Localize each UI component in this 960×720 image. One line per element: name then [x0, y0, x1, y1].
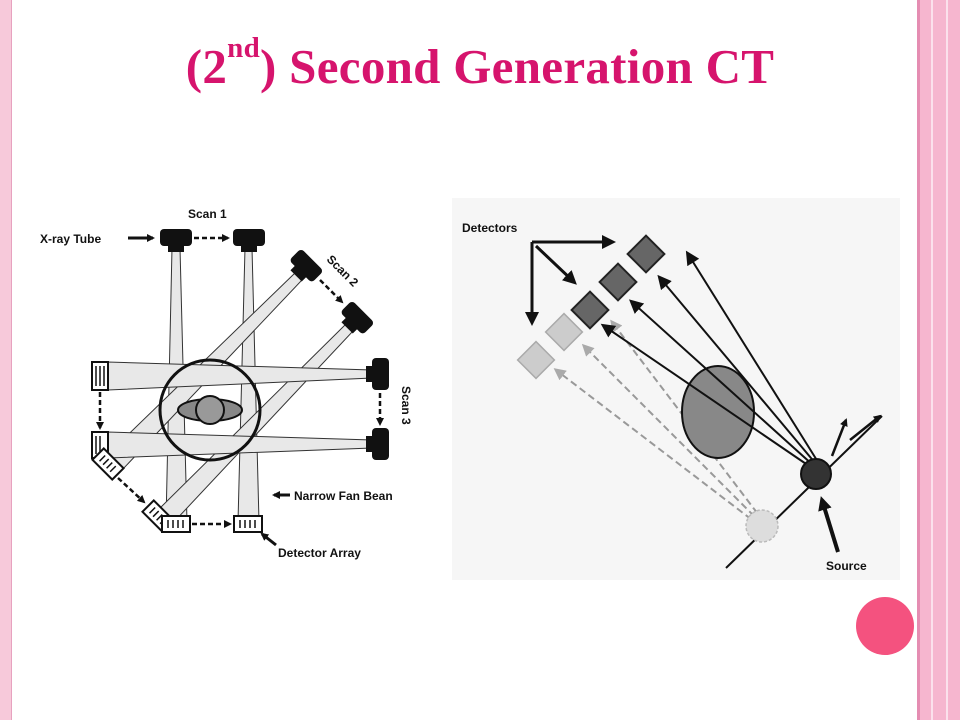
motion-arrow-det-d: [117, 477, 146, 504]
patient-organ: [195, 395, 225, 425]
beam-scan1-b: [237, 247, 260, 523]
detector-array-v1: [161, 515, 191, 533]
label-scan3: Scan 3: [399, 386, 413, 425]
source-motion-arrow-diag: [849, 414, 882, 441]
pointer-source: [818, 496, 840, 553]
right-diagram-background: [452, 198, 900, 580]
label-narrow-fan-beam: Narrow Fan Bean: [294, 489, 393, 503]
right-border-line: [931, 0, 933, 720]
source-motion-arrow-up: [830, 418, 848, 457]
detector-array-h1: [91, 361, 109, 391]
right-border-band: [917, 0, 960, 720]
faded-detector-2: [544, 312, 584, 352]
label-detector-array: Detector Array: [278, 546, 361, 560]
xray-tube-scan3-b: [366, 428, 389, 460]
detector-3: [626, 234, 666, 274]
title-suffix: ) Second Generation CT: [260, 39, 775, 94]
detector-2: [598, 262, 638, 302]
left-border-line: [11, 0, 12, 720]
solid-ray-4: [685, 250, 819, 463]
label-source: Source: [826, 559, 867, 573]
title-superscript: nd: [227, 32, 260, 64]
solid-ray-2: [629, 299, 815, 467]
left-scan-diagram: X-ray Tube Scan 1 Scan 2 Scan 3 Narrow F…: [40, 207, 413, 560]
motion-arrow-scan2: [319, 279, 344, 304]
detector-array-v2: [233, 515, 263, 533]
source-track-line: [725, 415, 883, 569]
xray-tube-scan3-a: [366, 358, 389, 390]
patient-circle: [158, 358, 262, 462]
faded-detector-1: [516, 340, 556, 380]
left-border-stripe: [0, 0, 11, 720]
beam-scan3-a: [107, 361, 373, 391]
label-detectors: Detectors: [462, 221, 518, 235]
xray-tube-scan2-b: [341, 301, 374, 334]
xray-tube-scan1-a: [160, 229, 192, 252]
accent-dot: [856, 597, 914, 655]
right-border-line: [917, 0, 920, 720]
source: [800, 458, 832, 490]
label-scan1: Scan 1: [188, 207, 227, 221]
xray-tube-scan1-b: [233, 229, 265, 252]
title-prefix: (2: [185, 39, 228, 94]
detector-array-d1: [91, 447, 125, 481]
detector-motion-arrow-diag: [534, 244, 577, 285]
faded-source: [745, 509, 779, 543]
xray-tube-scan2-a: [290, 249, 323, 282]
right-border-line: [946, 0, 948, 720]
pointer-detector-array: [260, 532, 277, 547]
slide-title: (2nd) Second Generation CT: [0, 32, 960, 95]
solid-ray-1: [600, 323, 813, 469]
gray-ray-2: [581, 343, 763, 525]
right-fan-diagram: Detectors Source: [452, 198, 900, 580]
label-xray-tube: X-ray Tube: [40, 232, 101, 246]
label-scan2: Scan 2: [324, 252, 361, 289]
gray-ray-1: [553, 368, 761, 527]
detector-1: [570, 290, 610, 330]
solid-ray-3: [657, 274, 817, 465]
